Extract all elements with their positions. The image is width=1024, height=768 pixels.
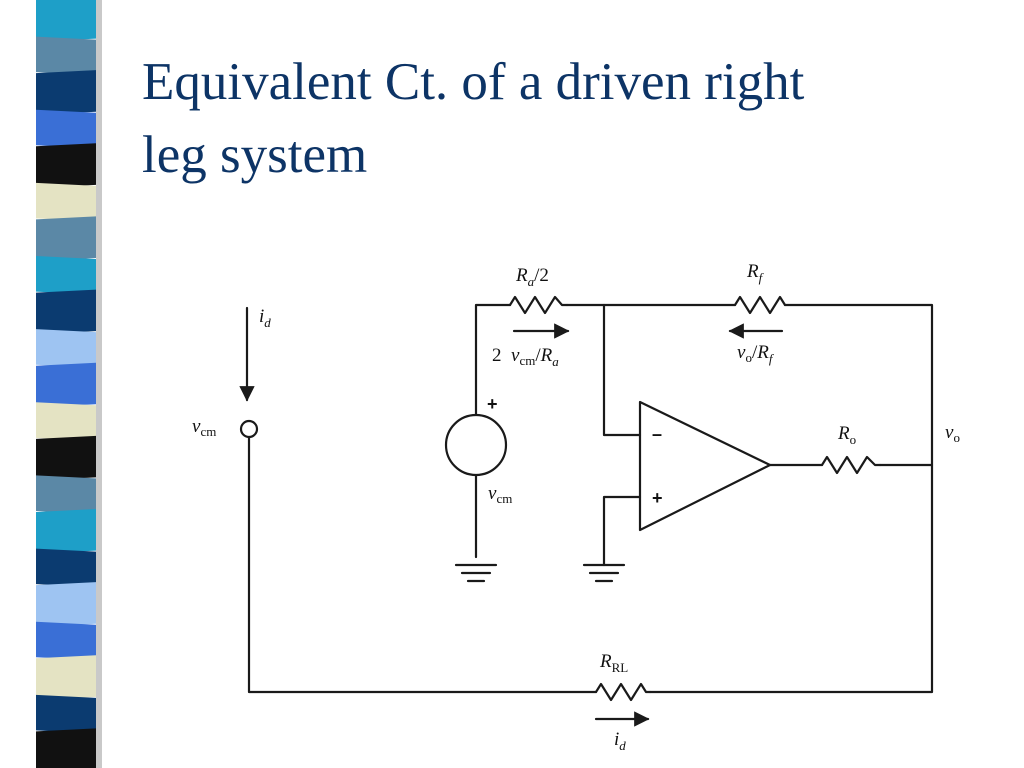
decorative-color-strip xyxy=(36,0,102,768)
label-rf: Rf xyxy=(746,261,765,285)
label-source-plus: + xyxy=(487,394,498,414)
strip-block xyxy=(36,36,96,76)
strip-block xyxy=(36,655,96,700)
wire-noninverting-input xyxy=(602,495,642,567)
strip-block xyxy=(36,289,96,335)
label-ro: Ro xyxy=(837,423,856,447)
label-current-ra: 2 vcm/Ra xyxy=(492,345,559,369)
strip-block xyxy=(36,728,96,768)
strip-block xyxy=(36,109,96,149)
label-vo: vo xyxy=(945,422,960,445)
ground-symbol-source xyxy=(454,563,498,583)
strip-block xyxy=(36,548,96,588)
strip-block xyxy=(36,329,96,368)
strip-block xyxy=(36,143,96,188)
strip-block xyxy=(36,621,96,661)
label-opamp-plus: + xyxy=(652,488,663,508)
slide-title: Equivalent Ct. of a driven right leg sys… xyxy=(142,46,1002,192)
strip-block xyxy=(36,182,96,222)
resistor-rf xyxy=(733,295,787,315)
label-vcm-node: vcm xyxy=(192,416,216,439)
label-id-top: id xyxy=(259,306,271,330)
resistor-ro xyxy=(820,455,882,475)
resistor-rrl xyxy=(594,682,652,702)
voltage-source xyxy=(444,413,508,477)
strip-block xyxy=(36,509,96,554)
label-opamp-minus: – xyxy=(652,424,662,444)
strip-block xyxy=(36,435,96,481)
strip-block xyxy=(36,362,96,408)
strip-block xyxy=(36,402,96,441)
strip-block xyxy=(36,582,96,627)
ground-symbol-opamp xyxy=(582,563,626,583)
opamp-triangle xyxy=(638,400,772,532)
title-line-2: leg system xyxy=(142,126,368,184)
vcm-terminal xyxy=(239,419,259,439)
strip-block xyxy=(36,216,96,261)
label-rrl: RRL xyxy=(599,651,628,675)
wire-inverting-input xyxy=(602,303,642,437)
title-line-1: Equivalent Ct. of a driven right xyxy=(142,53,805,111)
strip-block xyxy=(36,256,96,295)
wire-bottom-left xyxy=(247,435,598,694)
label-ra-half: Ra/2 xyxy=(515,265,549,289)
strip-block xyxy=(36,70,96,115)
label-current-rf: vo/Rf xyxy=(737,342,775,366)
strip-block xyxy=(36,0,96,42)
label-vcm-source: vcm xyxy=(488,483,512,506)
wire-top xyxy=(565,303,934,694)
resistor-ra-half xyxy=(508,295,569,315)
strip-block xyxy=(36,694,96,734)
strip-shadow xyxy=(96,0,102,768)
label-id-bottom: id xyxy=(614,729,626,753)
strip-block xyxy=(36,475,96,514)
